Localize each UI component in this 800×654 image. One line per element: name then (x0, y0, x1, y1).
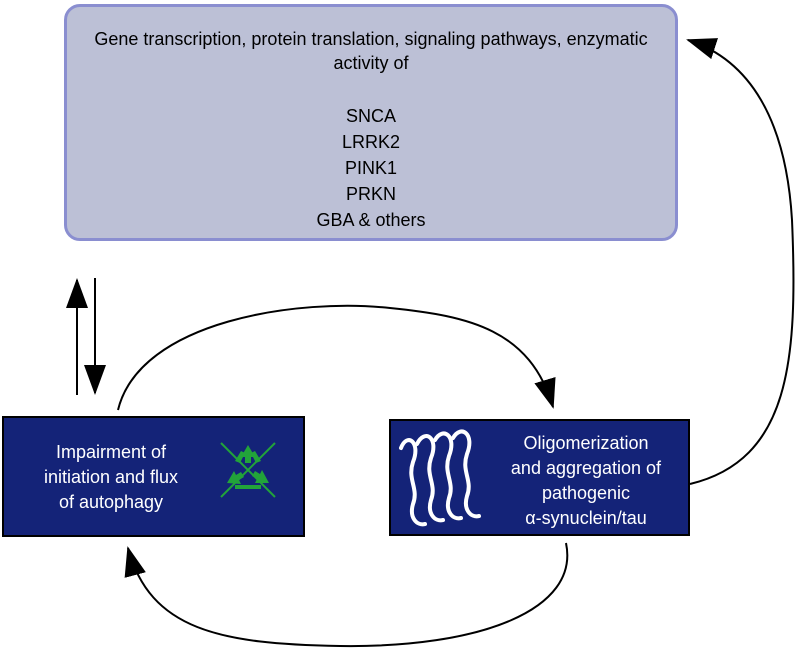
gene-item: LRRK2 (341, 132, 401, 152)
regulation-heading: Gene transcription, protein translation,… (94, 29, 648, 73)
arrow-autophagy-to-aggregation (117, 304, 556, 411)
gene-item: PINK1 (344, 158, 398, 178)
arrow-aggregation-to-autophagy (124, 542, 569, 648)
aggregation-box: Oligomerization and aggregation of patho… (389, 419, 690, 536)
autophagy-line: initiation and flux (43, 467, 179, 487)
autophagy-line: of autophagy (58, 492, 164, 512)
regulation-box: Gene transcription, protein translation,… (64, 4, 678, 241)
fibril-icon (399, 429, 481, 527)
autophagy-line: Impairment of (55, 442, 167, 462)
gene-item: SNCA (345, 106, 396, 126)
aggregation-line: pathogenic (541, 483, 631, 503)
autophagy-label: Impairment of initiation and flux of aut… (26, 440, 196, 515)
aggregation-line: and aggregation of (510, 458, 662, 478)
autophagy-box: Impairment of initiation and flux of aut… (2, 416, 305, 537)
arrow-aggregation-to-top (686, 38, 795, 485)
aggregation-label: Oligomerization and aggregation of patho… (493, 431, 679, 531)
recycle-crossed-icon (220, 442, 276, 498)
aggregation-line: α-synuclein/tau (525, 508, 647, 528)
aggregation-line: Oligomerization (523, 433, 649, 453)
gene-list: SNCA LRRK2 PINK1 PRKN GBA & others (67, 103, 675, 233)
gene-item: PRKN (345, 184, 396, 204)
gene-item: GBA & others (316, 210, 426, 230)
